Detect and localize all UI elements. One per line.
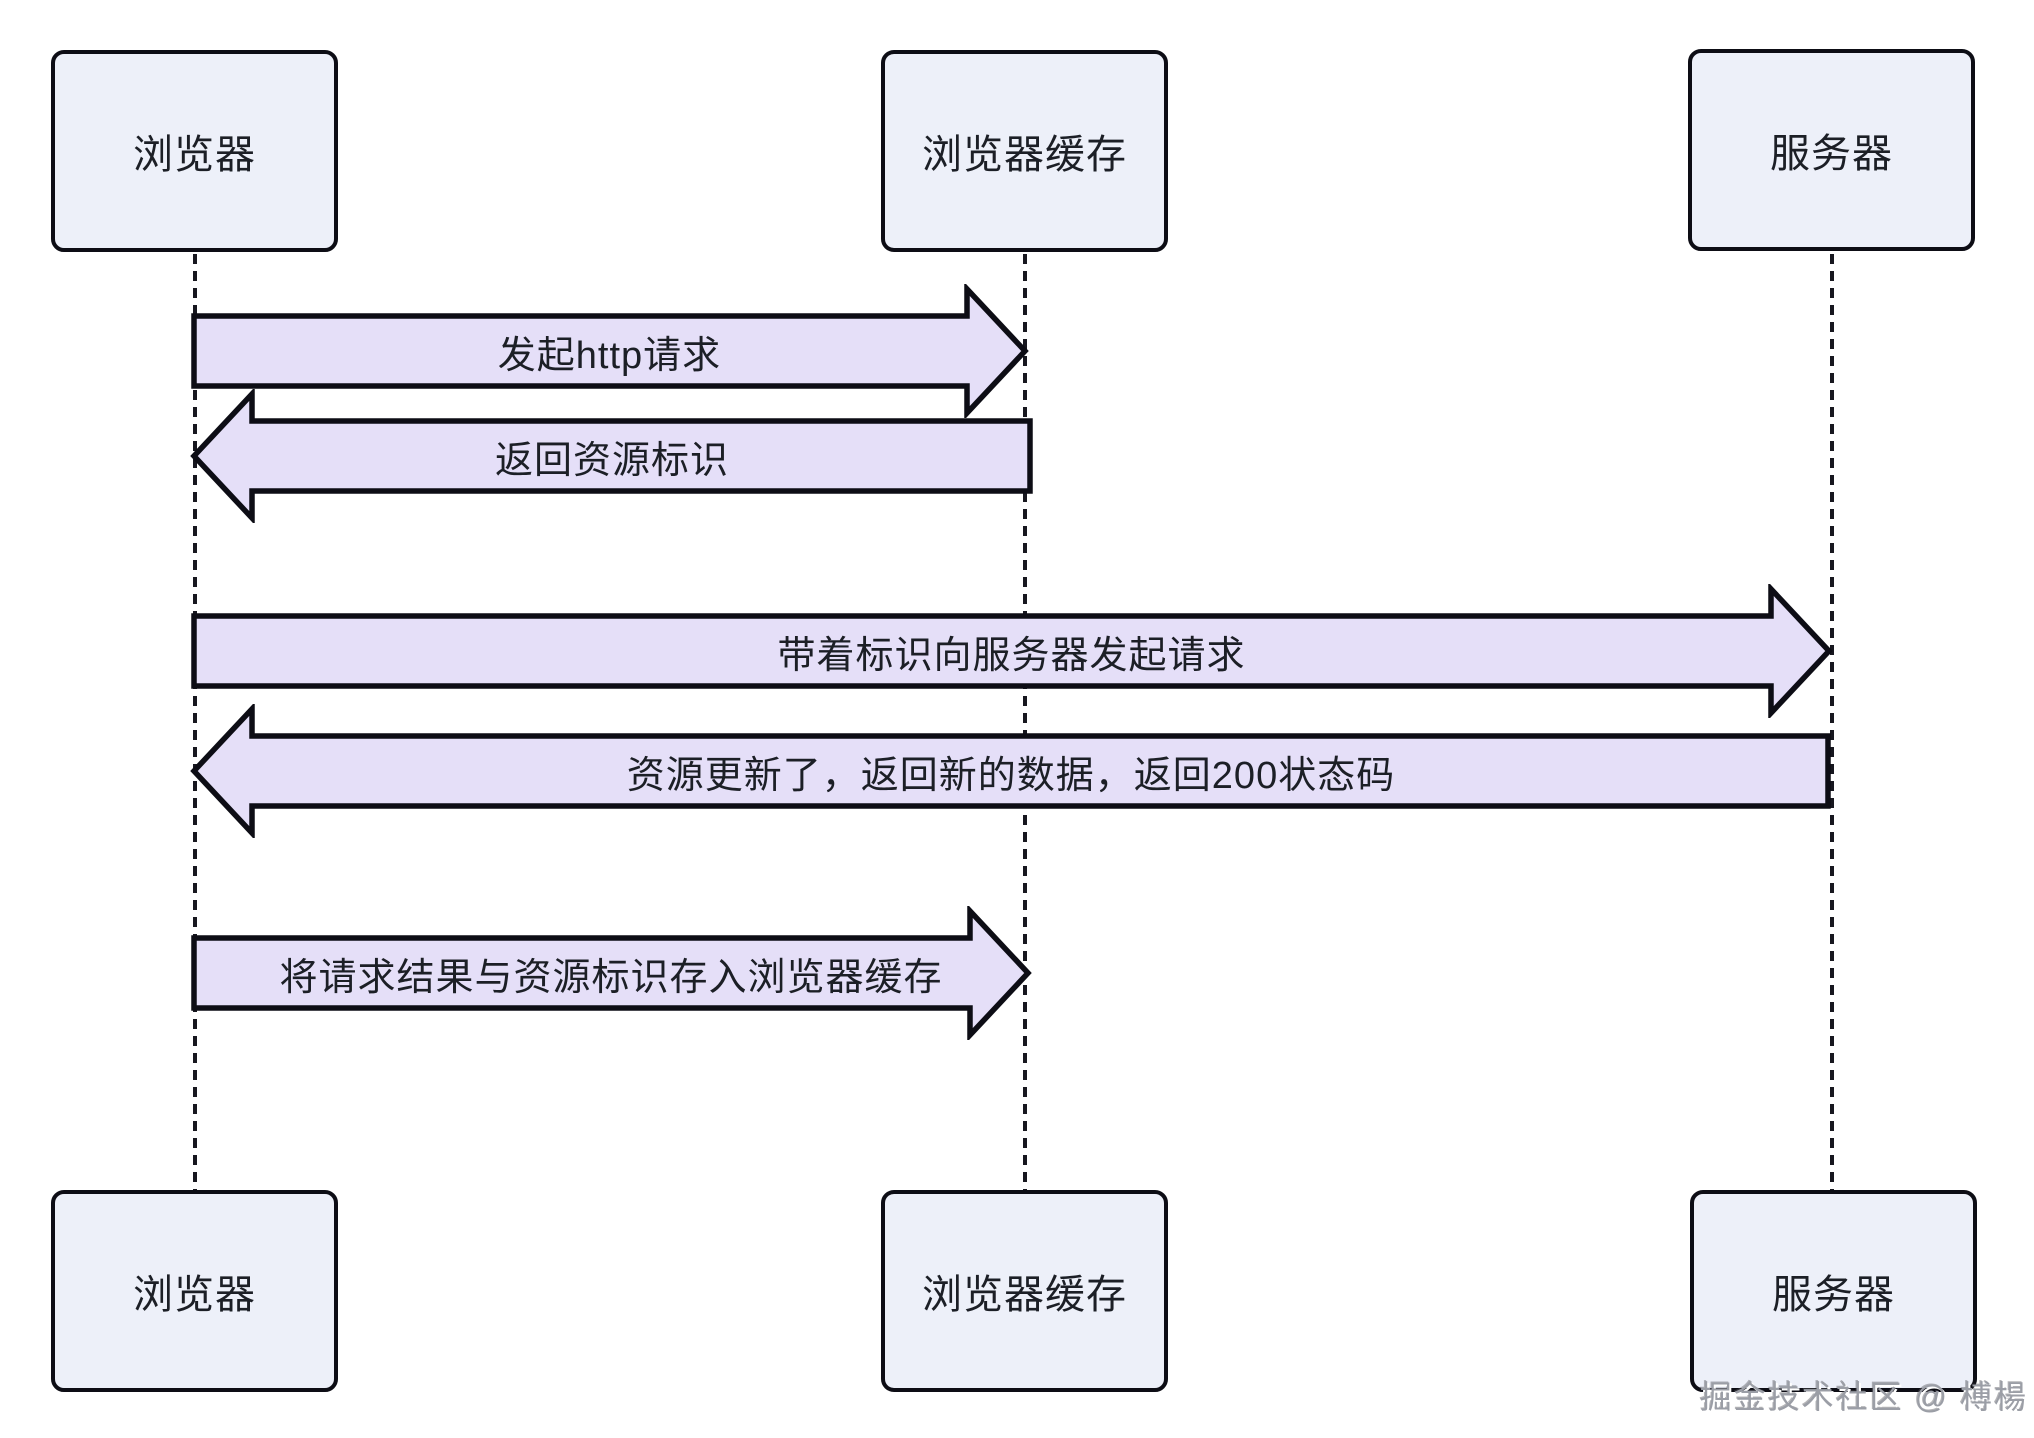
lifeline-server bbox=[1829, 254, 1834, 1192]
actor-label: 浏览器 bbox=[133, 1273, 256, 1317]
right-arrow-icon bbox=[191, 584, 1833, 718]
arrow-shape bbox=[190, 389, 1033, 523]
arrow-shape bbox=[191, 906, 1032, 1040]
actor-label: 浏览器缓存 bbox=[922, 1273, 1127, 1317]
lifeline-browser bbox=[192, 254, 197, 1192]
message-arrow-4: 资源更新了，返回新的数据，返回200状态码 bbox=[189, 704, 1833, 838]
message-arrow-3: 带着标识向服务器发起请求 bbox=[189, 584, 1834, 718]
actor-label: 服务器 bbox=[1770, 132, 1893, 176]
actor-label: 浏览器 bbox=[133, 133, 256, 177]
left-arrow-icon bbox=[190, 389, 1033, 523]
right-arrow-icon bbox=[191, 284, 1029, 418]
actor-box-browser-top: 浏览器 bbox=[51, 50, 338, 252]
watermark: 掘金技术社区 @ 榑楊 bbox=[1699, 1379, 2028, 1415]
lifeline-browser-cache bbox=[1023, 254, 1027, 1192]
message-arrow-2: 返回资源标识 bbox=[189, 389, 1035, 523]
actor-box-browser-cache-bottom: 浏览器缓存 bbox=[881, 1190, 1168, 1392]
left-arrow-icon bbox=[190, 704, 1831, 838]
arrow-shape bbox=[191, 284, 1029, 418]
actor-box-server-top: 服务器 bbox=[1688, 49, 1975, 251]
actor-box-server-bottom: 服务器 bbox=[1690, 1190, 1977, 1392]
actor-label: 浏览器缓存 bbox=[922, 133, 1127, 177]
actor-box-browser-cache-top: 浏览器缓存 bbox=[881, 50, 1168, 252]
actor-label: 服务器 bbox=[1772, 1273, 1895, 1317]
arrow-shape bbox=[191, 584, 1833, 718]
arrow-shape bbox=[190, 704, 1831, 838]
right-arrow-icon bbox=[191, 906, 1032, 1040]
actor-box-browser-bottom: 浏览器 bbox=[51, 1190, 338, 1392]
message-arrow-5: 将请求结果与资源标识存入浏览器缓存 bbox=[189, 906, 1033, 1040]
